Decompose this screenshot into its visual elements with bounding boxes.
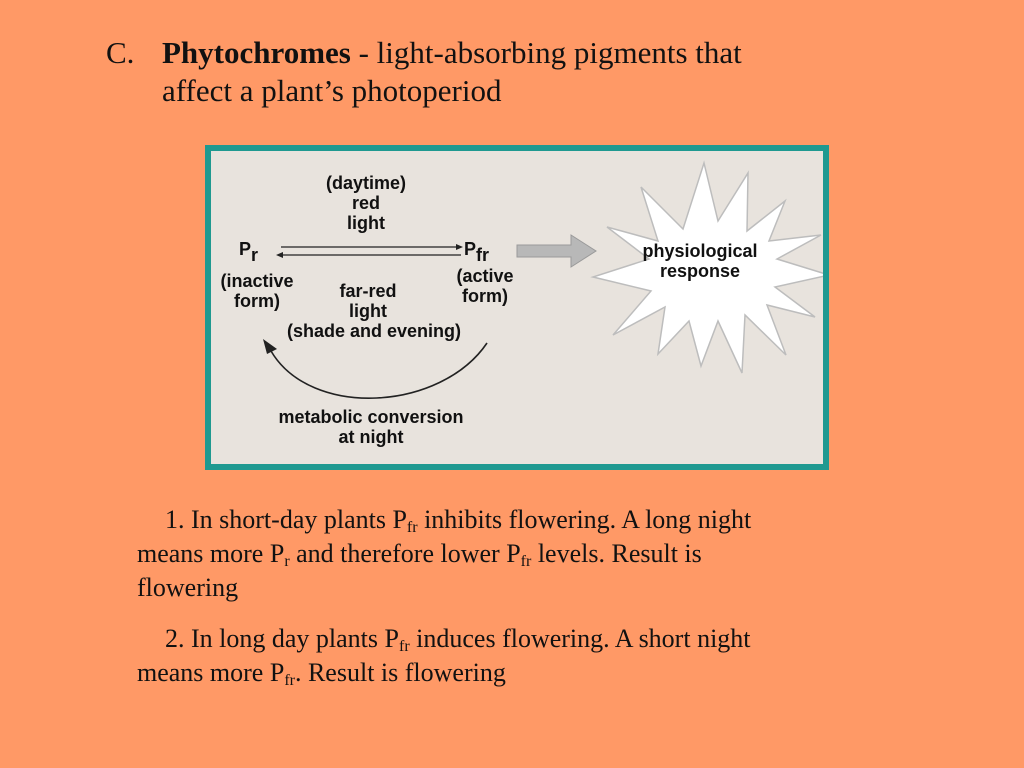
point-2-sub-1: fr bbox=[399, 638, 410, 655]
point-1-line-2: means more Pr and therefore lower Pfr le… bbox=[137, 537, 987, 571]
metabolic-curve-arrow bbox=[270, 342, 488, 399]
point-1-text-3: and therefore lower P bbox=[289, 539, 521, 568]
point-2-lead: 2. In long day plants P bbox=[165, 624, 399, 653]
pr-base: P bbox=[239, 239, 252, 259]
point-1-line-3: flowering bbox=[137, 573, 239, 602]
daytime-text: (daytime) bbox=[325, 173, 406, 193]
reverse-arrowhead bbox=[276, 252, 283, 258]
point-1-text-2: means more P bbox=[137, 539, 285, 568]
title-line-2: affect a plant’s photoperiod bbox=[162, 73, 502, 108]
point-1-sub-3: fr bbox=[520, 553, 532, 570]
response-arrow bbox=[516, 234, 597, 268]
title-definition: - light-absorbing pigments that bbox=[350, 35, 742, 70]
at-night-text: at night bbox=[338, 427, 404, 447]
point-1-lead: 1. In short-day plants P bbox=[165, 505, 407, 534]
far-red-light-label: far-red light bbox=[323, 281, 413, 321]
physiological-response-label: physiological response bbox=[625, 241, 775, 281]
metabolic-conversion-label: metabolic conversion at night bbox=[251, 407, 491, 447]
point-1-line-1: 1. In short-day plants Pfr inhibits flow… bbox=[137, 503, 987, 537]
physiological-text: physiological bbox=[642, 241, 758, 261]
point-1-text-1: inhibits flowering. A long night bbox=[417, 505, 752, 534]
red-text: red bbox=[351, 193, 380, 213]
pfr-label: Pfr bbox=[464, 239, 489, 265]
metabolic-arrowhead bbox=[263, 339, 277, 354]
shade-evening-label: (shade and evening) bbox=[286, 321, 462, 341]
forward-arrowhead bbox=[456, 244, 463, 250]
far-red-light-text: light bbox=[349, 301, 387, 321]
point-2-sub-2: fr bbox=[284, 672, 295, 689]
response-text: response bbox=[659, 261, 741, 281]
active-form-text: form) bbox=[462, 286, 508, 306]
inactive-form-text: form) bbox=[234, 291, 280, 311]
pr-label: Pr bbox=[239, 239, 258, 265]
light-text: light bbox=[347, 213, 385, 233]
starburst-shape bbox=[590, 160, 823, 374]
active-text: (active bbox=[456, 266, 514, 286]
red-light-label: (daytime) red light bbox=[306, 173, 426, 233]
point-1-text-4: levels. Result is bbox=[531, 539, 702, 568]
point-2-text-2: means more P bbox=[137, 658, 285, 687]
diagram-graphics bbox=[263, 160, 823, 399]
pfr-subscript: fr bbox=[476, 245, 490, 265]
point-short-day: 1. In short-day plants Pfr inhibits flow… bbox=[137, 503, 987, 605]
point-2-line-1: 2. In long day plants Pfr induces flower… bbox=[137, 622, 987, 656]
section-letter: C. bbox=[106, 35, 135, 70]
title-line-1: C. Phytochromes - light-absorbing pigment… bbox=[106, 34, 986, 72]
inactive-form-label: (inactive form) bbox=[217, 271, 297, 311]
pfr-base: P bbox=[464, 239, 477, 259]
point-2-text-3: . Result is flowering bbox=[294, 658, 506, 687]
phytochrome-diagram: (daytime) red light Pr Pfr (inactive for… bbox=[205, 145, 829, 470]
point-2-line-2: means more Pfr. Result is flowering bbox=[137, 656, 987, 690]
point-long-day: 2. In long day plants Pfr induces flower… bbox=[137, 622, 987, 690]
slide-title: C. Phytochromes - light-absorbing pigment… bbox=[106, 34, 986, 110]
point-1-sub-1: fr bbox=[406, 519, 418, 536]
inactive-text: (inactive bbox=[220, 271, 294, 291]
point-2-text-1: induces flowering. A short night bbox=[409, 624, 751, 653]
pr-subscript: r bbox=[251, 245, 259, 265]
far-red-text: far-red bbox=[339, 281, 397, 301]
point-1-sub-2: r bbox=[284, 553, 290, 570]
metabolic-text: metabolic conversion bbox=[278, 407, 464, 427]
active-form-label: (active form) bbox=[445, 266, 525, 306]
title-term: Phytochromes bbox=[162, 35, 351, 70]
